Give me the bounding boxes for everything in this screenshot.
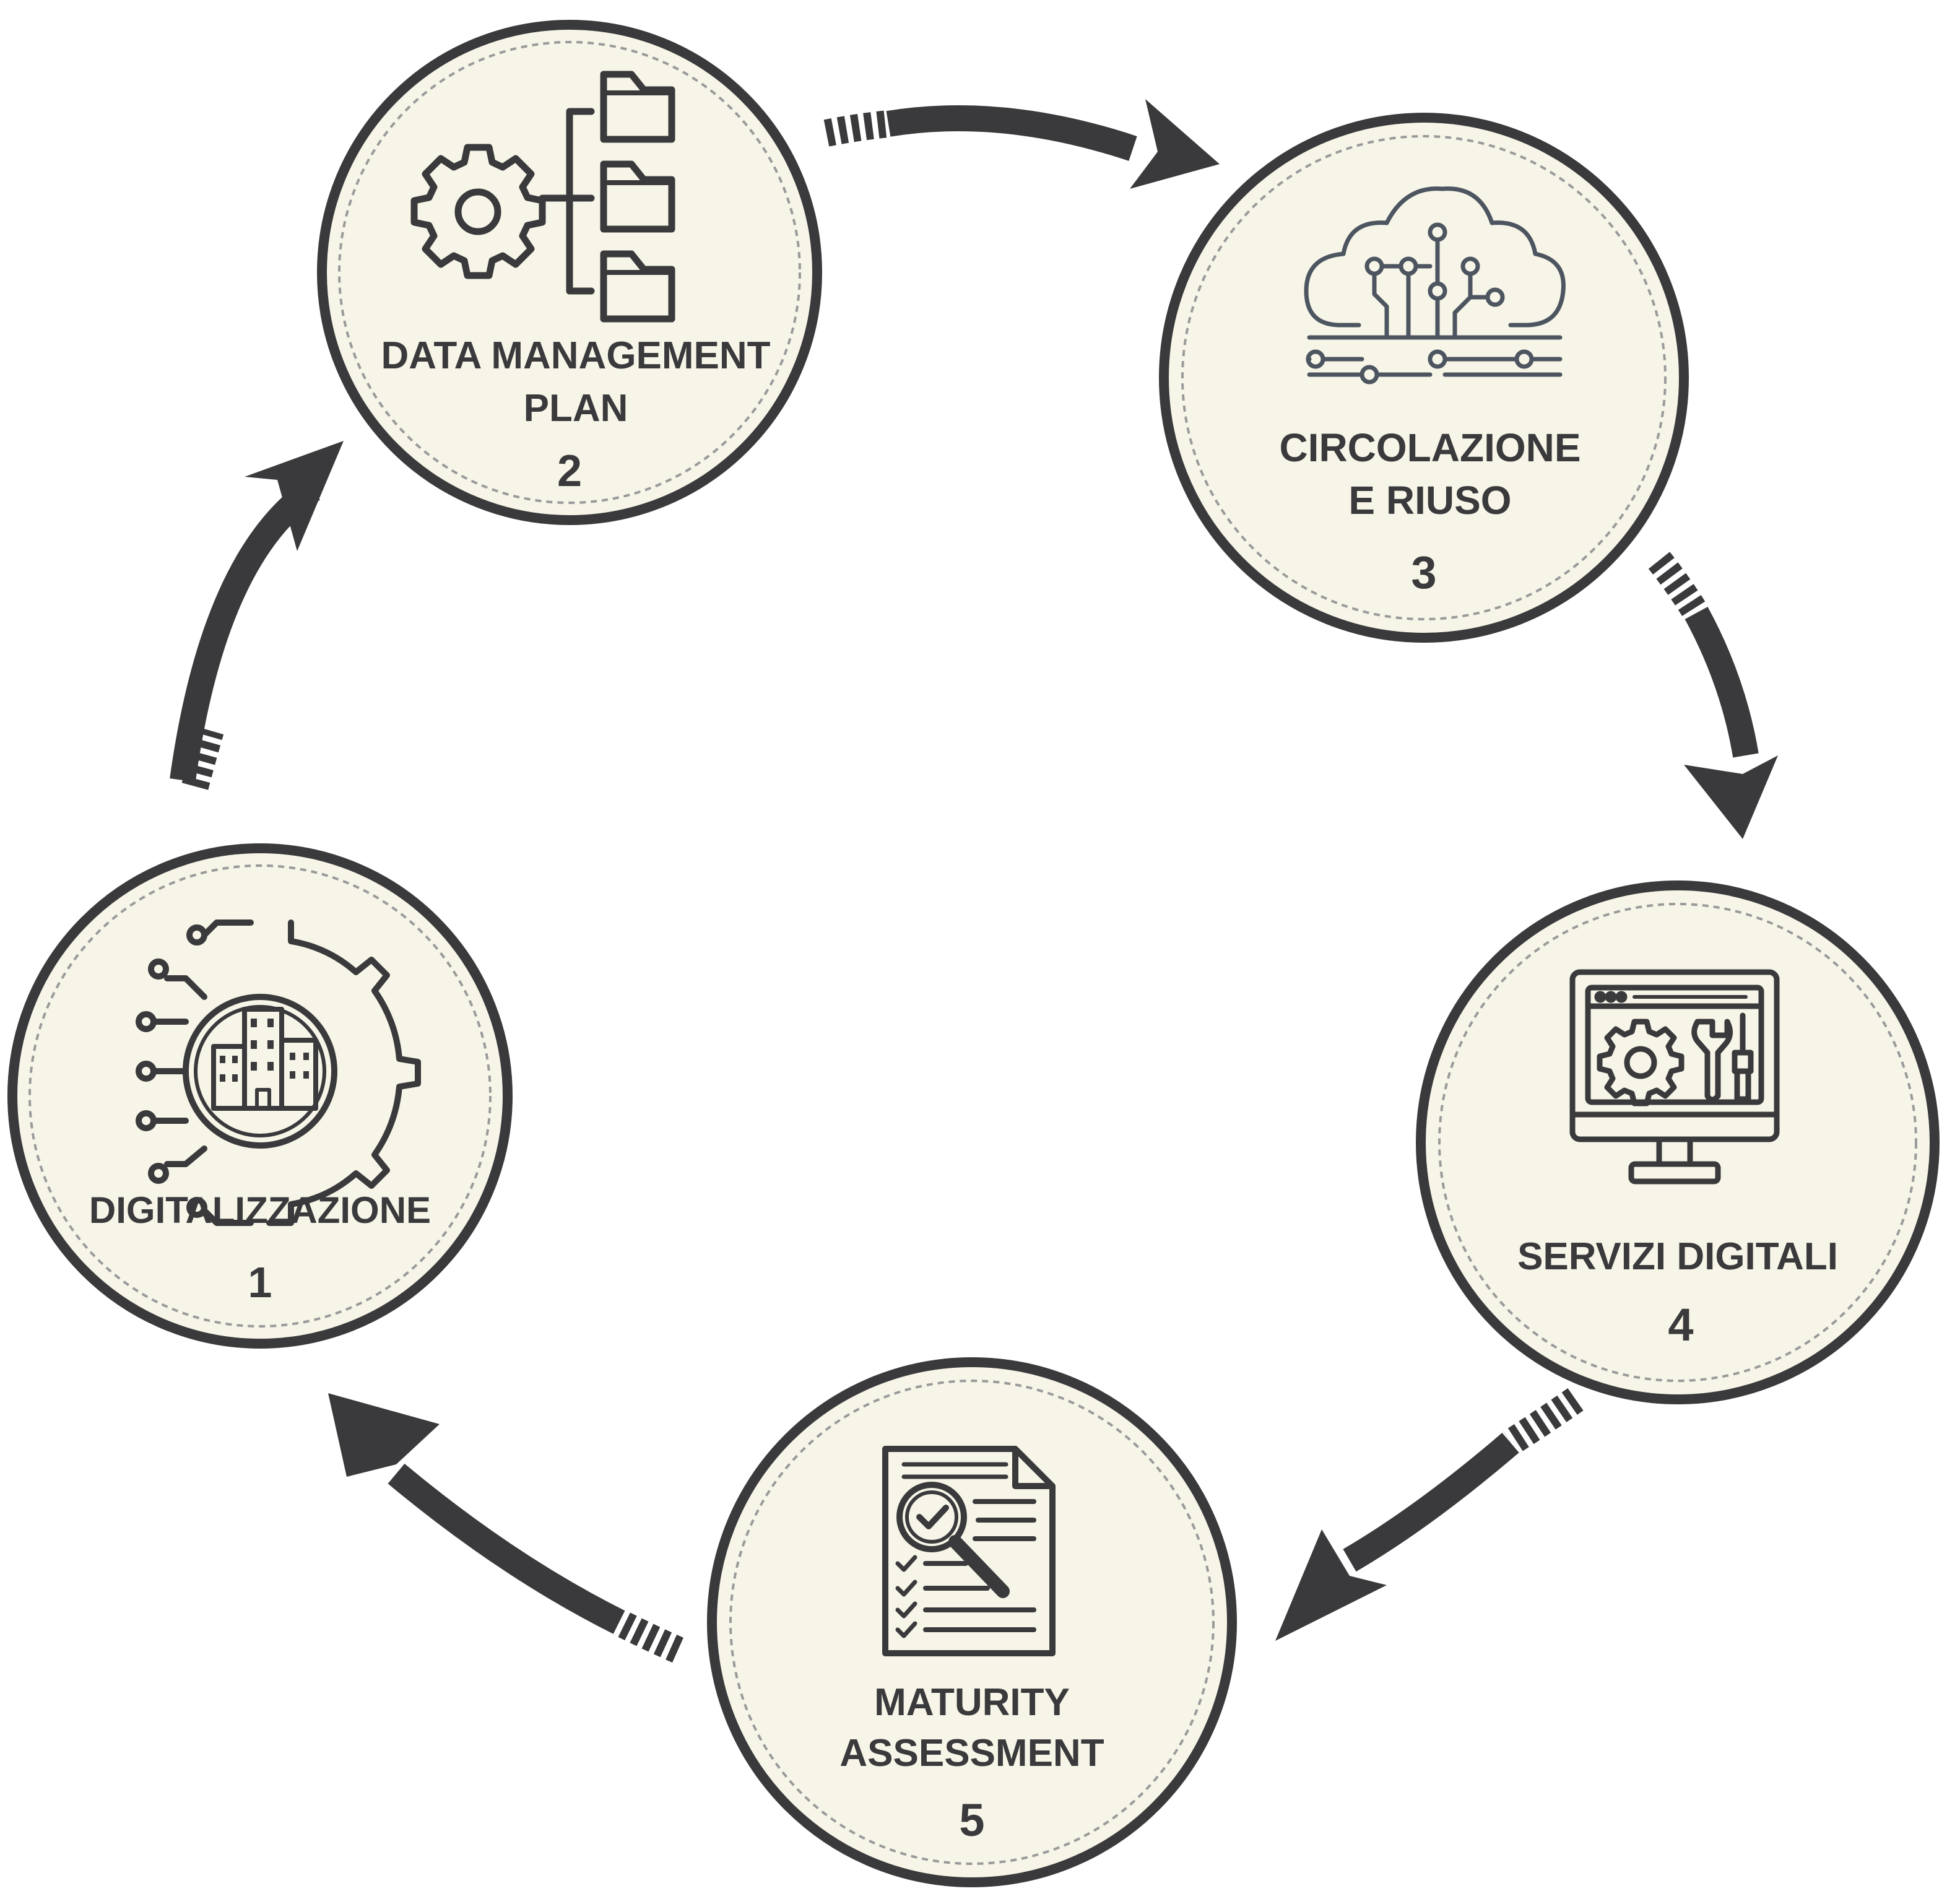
node-digitalizzazione: DIGITALIZZAZIONE 1 xyxy=(7,843,513,1349)
node-data-management-plan: DATA MANAGEMENT PLAN 2 xyxy=(317,20,822,525)
arrows xyxy=(170,99,1778,1663)
node-number: 2 xyxy=(557,446,582,496)
node-label-line: ASSESSMENT xyxy=(839,1732,1104,1775)
node-label-line: PLAN xyxy=(524,387,628,430)
node-number: 5 xyxy=(959,1794,984,1846)
node-circolazione-e-riuso: CIRCOLAZIONE E RIUSO 3 xyxy=(1159,113,1689,643)
node-label-line: CIRCOLAZIONE xyxy=(1279,425,1581,470)
arrow-4-to-5 xyxy=(1275,1388,1584,1641)
node-number: 4 xyxy=(1668,1299,1693,1350)
document-magnifier-icon xyxy=(882,1446,1056,1656)
node-label-line: DIGITALIZZAZIONE xyxy=(89,1189,431,1231)
arrow-5-to-1 xyxy=(328,1393,683,1663)
node-servizi-digitali: SERVIZI DIGITALI 4 xyxy=(1416,880,1940,1404)
node-number: 3 xyxy=(1411,547,1436,598)
node-label-line: DATA MANAGEMENT xyxy=(381,334,770,377)
digital-city-gear-icon xyxy=(136,919,421,1226)
monitor-tools-icon xyxy=(1569,969,1780,1185)
node-label-line: SERVIZI DIGITALI xyxy=(1517,1235,1838,1278)
arrow-1-to-2 xyxy=(170,441,344,790)
node-number: 1 xyxy=(248,1258,272,1306)
node-label-line: MATURITY xyxy=(874,1681,1070,1724)
node-label-line: E RIUSO xyxy=(1348,478,1511,523)
arrow-2-to-3 xyxy=(823,99,1220,189)
arrow-3-to-4 xyxy=(1648,552,1778,839)
cloud-circuit-icon xyxy=(1304,186,1566,385)
node-maturity-assessment: MATURITY ASSESSMENT 5 xyxy=(707,1357,1237,1887)
gear-folder-tree-icon xyxy=(410,71,675,323)
